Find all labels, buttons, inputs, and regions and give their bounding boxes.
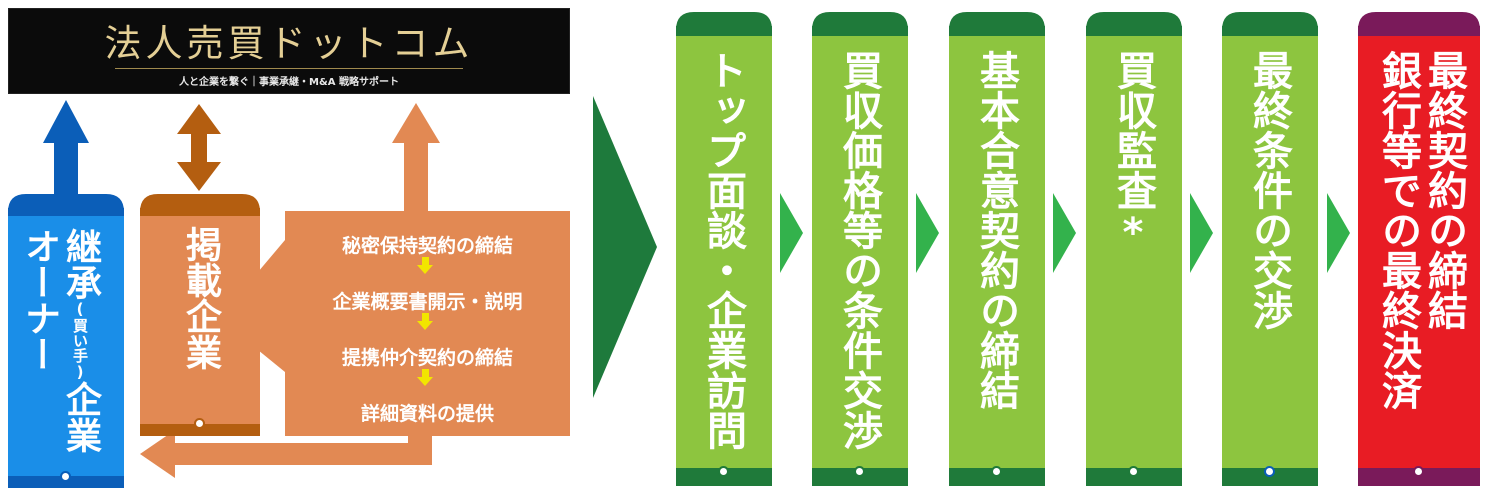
successor-label-line1: 継承(買い手)企業	[60, 228, 101, 453]
buyer-note: (買い手)	[71, 300, 89, 381]
step-brokerage-contract: 提携仲介契約の締結	[341, 347, 513, 369]
step-nda: 秘密保持契約の締結	[341, 235, 513, 257]
stage-hole	[718, 466, 729, 477]
listed-company-column	[140, 194, 260, 436]
successor-column	[8, 194, 124, 488]
logo-divider	[115, 68, 463, 69]
site-logo-tagline: 人と企業を繋ぐ｜事業承継・M&A 戦略サポート	[179, 77, 399, 88]
listed-company-hole	[194, 418, 205, 429]
stage-columns	[676, 12, 1480, 486]
blue-up-arrow	[43, 100, 89, 196]
stage-hole	[1128, 466, 1139, 477]
stage-price-negotiation: 買収価格等の条件交渉	[836, 50, 882, 450]
stage-basic-agreement: 基本合意契約の締結	[973, 50, 1019, 410]
orange-up-arrow	[392, 103, 440, 218]
step-detailed-materials: 詳細資料の提供	[360, 403, 494, 425]
pre-process-box: 秘密保持契約の締結 企業概要書開示・説明 提携仲介契約の締結 詳細資料の提供	[285, 211, 570, 436]
successor-label-line2: オーナー	[19, 228, 60, 372]
stage-final-terms: 最終条件の交渉	[1246, 50, 1292, 330]
listed-company-label: 掲載企業	[180, 226, 221, 370]
stage-due-diligence: 買収監査*	[1110, 50, 1156, 256]
site-logo-title: 法人売買ドットコム	[104, 22, 474, 65]
step-company-overview: 企業概要書開示・説明	[332, 291, 523, 313]
final-stage-line1: 最終契約の締結	[1421, 50, 1467, 330]
site-logo-banner: 法人売買ドットコム 人と企業を繋ぐ｜事業承継・M&A 戦略サポート	[8, 8, 570, 94]
orange-return-arrow	[140, 430, 432, 478]
big-chevron-arrow	[593, 96, 657, 398]
final-stage-hole	[1413, 466, 1424, 477]
final-stage-line2: 銀行等での最終決済	[1375, 50, 1421, 410]
small-chevrons	[780, 193, 1350, 273]
stage-hole	[1264, 466, 1275, 477]
successor-hole	[60, 471, 71, 482]
stage-hole	[854, 466, 865, 477]
stage-top-meeting: トップ面談・企業訪問	[700, 50, 746, 450]
stage-hole	[991, 466, 1002, 477]
brown-double-arrow	[177, 104, 221, 191]
process-connector	[258, 240, 285, 372]
